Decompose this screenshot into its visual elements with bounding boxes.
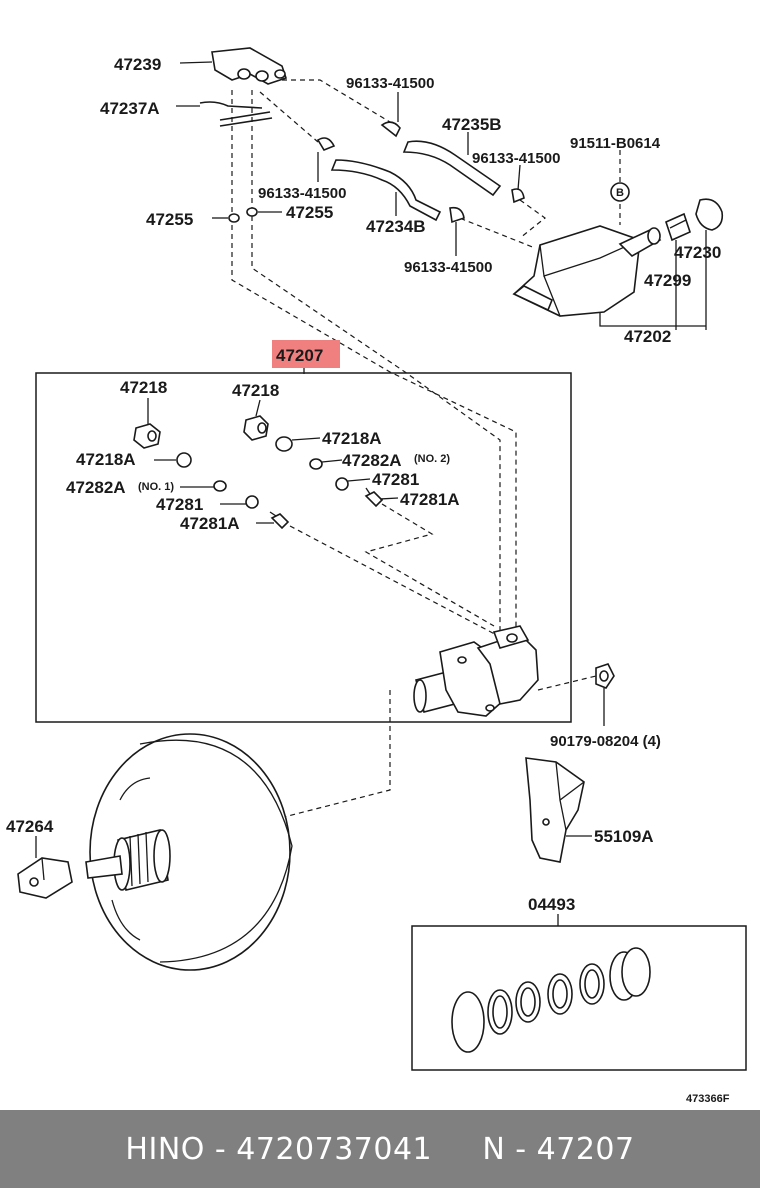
label-47234b: 47234B [366,217,426,236]
parts-diagram: 47239 47237A 96133-41500 47235B 96133-41… [6,47,747,1105]
bleeder-47281a-left [269,511,290,530]
label-47218-left: 47218 [120,378,167,397]
label-47202: 47202 [624,327,671,346]
label-91511: 91511-B0614 [570,135,661,152]
footer-text: HINO - 4720737041 N - 47207 [125,1131,635,1167]
label-47218-right: 47218 [232,381,279,400]
label-55109a: 55109A [594,827,654,846]
leader-96133-mid [517,164,521,191]
label-90179: 90179-08204 (4) [550,733,661,750]
label-96133-low: 96133-41500 [404,259,492,276]
label-96133-top: 96133-41500 [346,75,434,92]
reservoir-route-dashed [451,199,546,249]
label-47299: 47299 [644,271,691,290]
gasket-47282a-no1 [213,480,227,492]
label-47218a-right: 47218A [322,429,382,448]
label-47281-right: 47281 [372,470,419,489]
label-47255-left: 47255 [146,210,193,229]
leader-47239 [179,61,213,64]
nut-47281-right [335,477,349,491]
label-47282a-left: 47282A [66,478,126,497]
label-47207: 47207 [276,346,323,365]
label-47281-left: 47281 [156,495,203,514]
label-no2: (NO. 2) [414,453,450,465]
highlight-47207 [272,340,340,368]
nut-90179 [595,663,615,689]
leader-47282a-right [321,459,343,463]
bleeder-47281a-right [364,487,384,508]
label-47264: 47264 [6,817,54,836]
ref-b-circle [610,182,630,202]
washer-47255-left [228,213,240,223]
label-47237a: 47237A [100,99,160,118]
master-cylinder-47207 [413,625,539,717]
washer-47255-right [246,207,258,217]
leader-47218-right [255,399,261,417]
cylinder-to-booster-dashed [169,690,391,847]
label-47235b: 47235B [442,115,502,134]
label-47230: 47230 [674,243,721,262]
hose-route-dashed [259,79,391,143]
cap-47230 [695,198,724,231]
label-no1: (NO. 1) [138,481,174,493]
gasket-47282a-no2 [309,458,323,470]
label-47239: 47239 [114,55,161,74]
plug-47218-right [243,415,269,441]
bracket-55109a [525,757,585,863]
label-04493: 04493 [528,895,575,914]
reservoir-47202 [512,225,662,317]
label-b-circle: B [616,187,624,199]
nut-dashed [537,675,597,691]
label-47282a-right: 47282A [342,451,402,470]
figure-code: 473366F [686,1093,730,1105]
clip-47237a [199,101,273,127]
label-96133-mid: 96133-41500 [472,150,560,167]
label-96133-left: 96133-41500 [258,185,346,202]
leader-47218a-right [291,437,321,441]
brake-booster [85,733,293,971]
label-47281a-left: 47281A [180,514,240,533]
label-47281a-right: 47281A [400,490,460,509]
gasket-47218a-right [275,436,293,452]
fitting-47239 [211,47,288,85]
label-47218a-left: 47218A [76,450,136,469]
label-47255-right: 47255 [286,203,333,222]
clevis-47264 [17,857,73,899]
leader-47281-right [347,478,371,482]
leader-47281a-right [379,497,399,500]
plug-47218-left [133,423,161,449]
gasket-47218a-left [176,452,192,468]
hose-47235b [380,121,525,204]
frame-04493 [411,925,747,1071]
leader-47202 [599,312,706,327]
frame-dashed-2 [364,503,495,627]
frame-47207 [35,372,572,723]
frame-dashed-1 [289,525,507,641]
nut-47281-left [245,495,259,509]
footer-bar: HINO - 4720737041 N - 47207 [0,1110,760,1188]
filter-47299 [665,212,691,242]
hose-47234b [316,137,465,224]
seal-kit-04493 [451,947,651,1053]
